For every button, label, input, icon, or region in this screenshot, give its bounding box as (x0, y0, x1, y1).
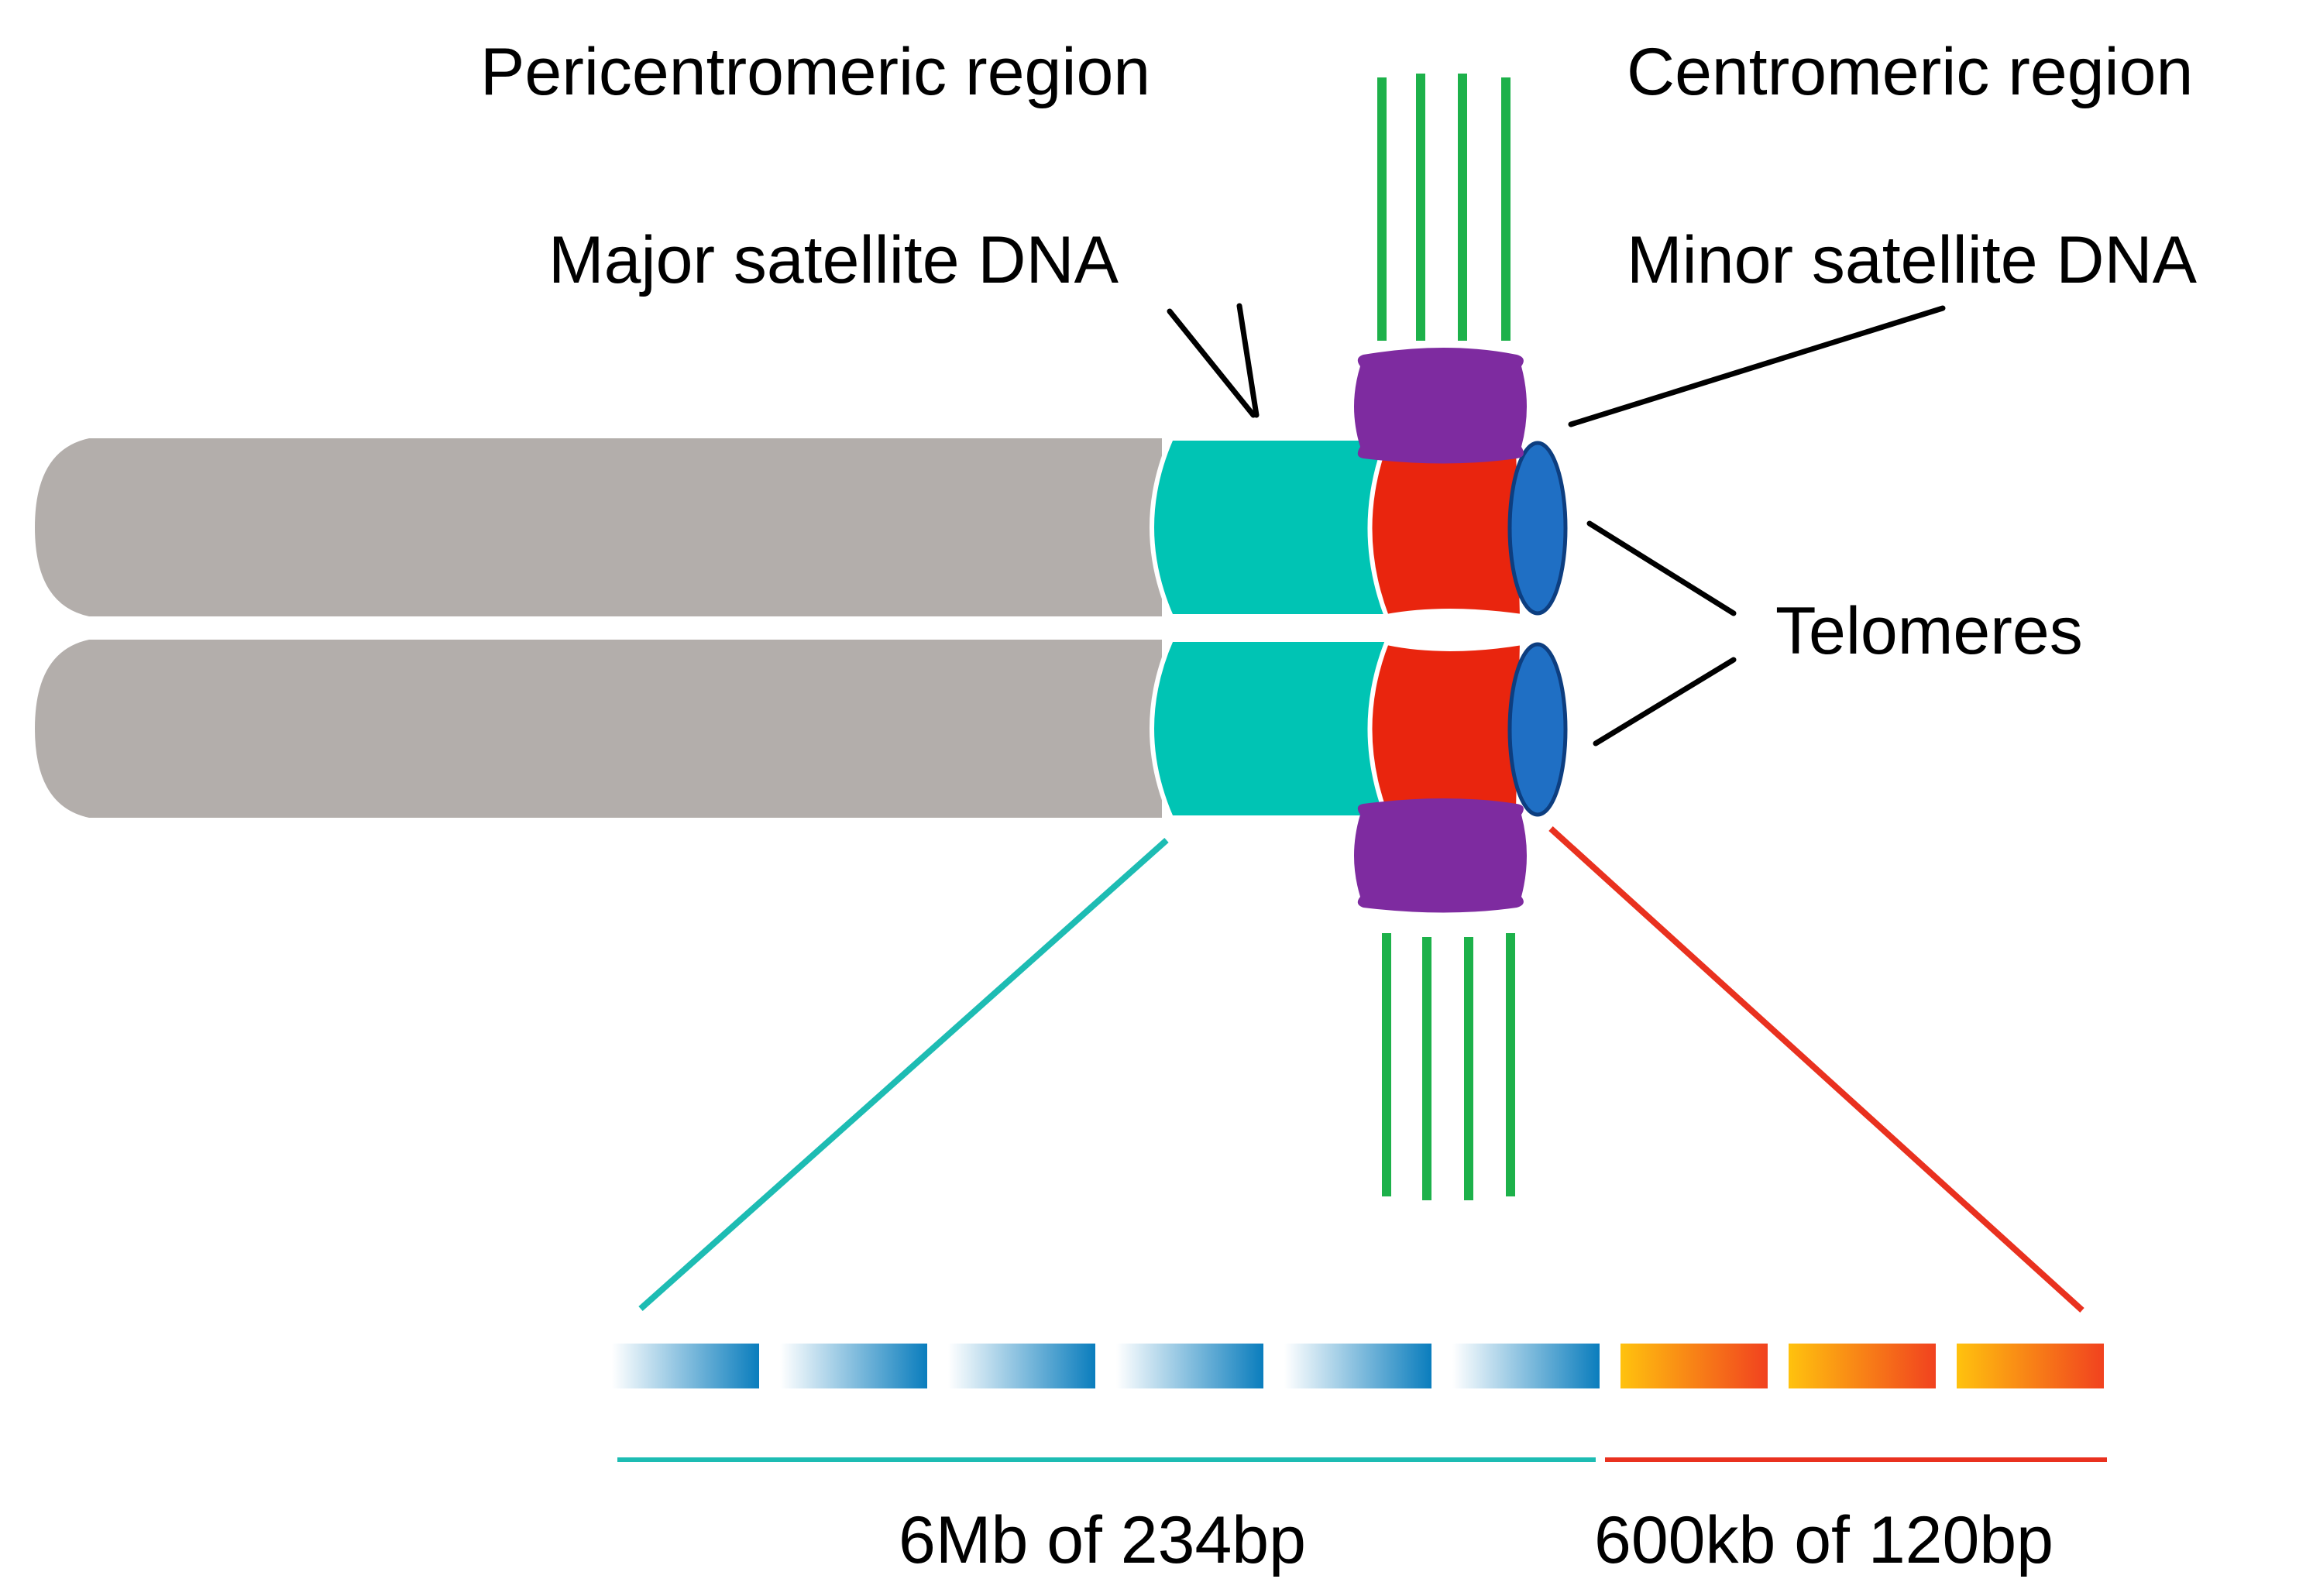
microtubules-top (1377, 74, 1510, 341)
centromeric-region-label: Centromeric region (1627, 35, 2193, 109)
major-satellite-repeat-unit (780, 1344, 927, 1388)
major-satellite-leader-b (1167, 308, 1256, 418)
satellite-repeat-track (612, 1344, 2104, 1388)
upper-telomere (1507, 441, 1568, 616)
major-satellite-repeat-unit (612, 1344, 759, 1388)
major-satellite-leader (1236, 303, 1260, 418)
major-satellite-repeat-unit (1284, 1344, 1431, 1388)
minor-zoom-line (1548, 826, 2084, 1313)
upper-chromatid-arm (35, 438, 1162, 616)
telomere-leader-upper (1586, 520, 1737, 616)
major-repeat-size-label: 6Mb of 234bp (899, 1503, 1306, 1577)
minor-satellite-repeat-unit (1620, 1344, 1768, 1388)
minor-satellite-repeat-unit (1957, 1344, 2104, 1388)
lower-major-satellite-block (1150, 637, 1389, 820)
major-satellite-repeat-unit (1116, 1344, 1263, 1388)
major-zoom-line (638, 838, 1169, 1311)
upper-chromatid (35, 436, 1568, 620)
minor-satellite-repeat-unit (1789, 1344, 1936, 1388)
upper-major-satellite-block (1150, 436, 1389, 619)
major-satellite-repeat-unit (948, 1344, 1095, 1388)
minor-satellite-leader (1568, 305, 1946, 427)
upper-kinetochore (1354, 348, 1527, 464)
pericentromeric-region-label: Pericentromeric region (480, 35, 1150, 109)
major-satellite-repeat-unit (1452, 1344, 1600, 1388)
microtubules-bottom (1382, 933, 1515, 1200)
lower-chromatid (35, 637, 1568, 820)
lower-kinetochore (1354, 798, 1527, 913)
leader-lines (1167, 303, 1946, 747)
major-satellite-dna-label: Major satellite DNA (548, 223, 1119, 297)
upper-minor-satellite-block (1367, 441, 1525, 620)
minor-satellite-dna-label: Minor satellite DNA (1627, 223, 2198, 297)
lower-telomere (1507, 642, 1568, 817)
telomere-leader-lower (1593, 657, 1737, 747)
lower-chromatid-arm (35, 640, 1162, 818)
lower-minor-satellite-block (1367, 640, 1525, 815)
minor-repeat-size-label: 600kb of 120bp (1594, 1503, 2054, 1577)
telomeres-label: Telomeres (1775, 594, 2083, 668)
